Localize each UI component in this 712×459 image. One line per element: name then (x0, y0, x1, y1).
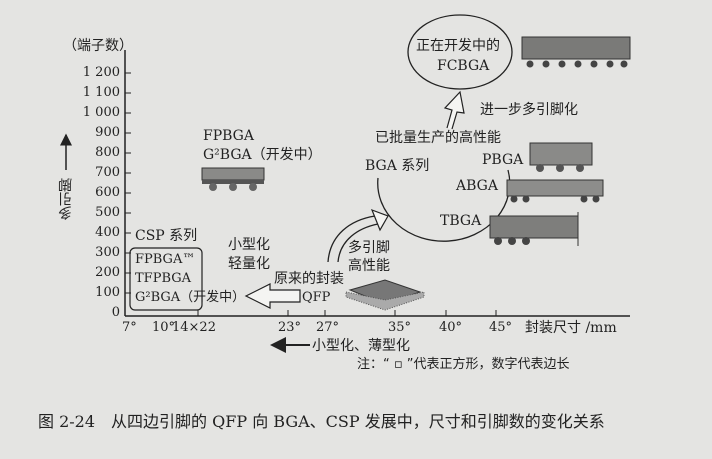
x-tick: 45° (489, 320, 513, 335)
x-tick: 14×22 (172, 320, 216, 335)
y-tick: 500 (95, 205, 120, 220)
abga-chip-image (506, 179, 604, 203)
abga-label: ABGA (456, 178, 498, 194)
x-tick: 23° (278, 320, 302, 335)
x-tick: 7° (122, 320, 137, 335)
x-tick: 40° (439, 320, 463, 335)
fpbga-chip-image (201, 167, 265, 191)
y-tick: 600 (95, 185, 120, 200)
csp-box (129, 247, 203, 311)
y-tick: 400 (95, 225, 120, 240)
bga-title: 已批量生产的高性能 (375, 130, 501, 146)
x-axis-ticks (197, 310, 497, 316)
qfp-name: QFP (302, 290, 331, 305)
x-tick: 10° (152, 320, 176, 335)
y-tick: 700 (95, 165, 120, 180)
qfp-to-csp-arrow (244, 283, 301, 309)
tbga-label: TBGA (440, 213, 482, 229)
csp-trend: 轻量化 (228, 256, 270, 272)
qfp-label: 原来的封装 (274, 271, 344, 287)
x-direction-label: 小型化、薄型化 (312, 338, 410, 354)
y-tick: 900 (95, 125, 120, 140)
x-tick: 35° (388, 320, 412, 335)
csp-item: TFPBGA (135, 271, 192, 286)
csp-item: FPBGA™ (135, 252, 196, 267)
x-tick: 27° (316, 320, 340, 335)
fpbga-label: FPBGA (203, 128, 254, 144)
figure-caption: 图 2-24 从四边引脚的 QFP 向 BGA、CSP 发展中，尺寸和引脚数的变… (38, 412, 605, 431)
fcbga-line1: 正在开发中的 (416, 38, 500, 54)
qfp-trend: 多引脚 (348, 240, 390, 256)
bga-series: BGA 系列 (365, 158, 430, 174)
fcbga-chip-image (521, 36, 631, 68)
csp-title: CSP 系列 (135, 228, 198, 244)
g2bga-label: G²BGA（开发中） (203, 147, 322, 163)
qfp-chip-image (345, 279, 425, 311)
y-tick: 300 (95, 245, 120, 260)
y-tick: 200 (95, 265, 120, 280)
y-tick: 1 100 (82, 85, 120, 100)
next-step-label: 进一步多引脚化 (480, 102, 578, 118)
fcbga-line2: FCBGA (437, 58, 490, 74)
csp-item: G²BGA（开发中） (135, 290, 246, 305)
x-axis-label: 封装尺寸 /mm (525, 320, 617, 336)
pbga-chip-image (529, 142, 593, 172)
bga-circle (377, 169, 511, 242)
y-tick: 100 (95, 285, 120, 300)
y-tick: 0 (111, 305, 120, 320)
pbga-label: PBGA (482, 152, 524, 168)
bga-to-fcbga-arrow (443, 90, 465, 130)
tbga-chip-image (489, 212, 579, 246)
note: 注：“ ▫ ”代表正方形，数字代表边长 (357, 357, 570, 372)
qfp-trend: 高性能 (348, 258, 390, 274)
qfp-to-bga-arrow (327, 215, 376, 263)
y-tick: 1 000 (82, 105, 120, 120)
y-tick: 1 200 (82, 65, 120, 80)
csp-trend: 小型化 (228, 237, 270, 253)
fcbga-ellipse (407, 14, 513, 90)
y-axis-unit: （端子数） (63, 38, 133, 54)
y-tick: 800 (95, 145, 120, 160)
